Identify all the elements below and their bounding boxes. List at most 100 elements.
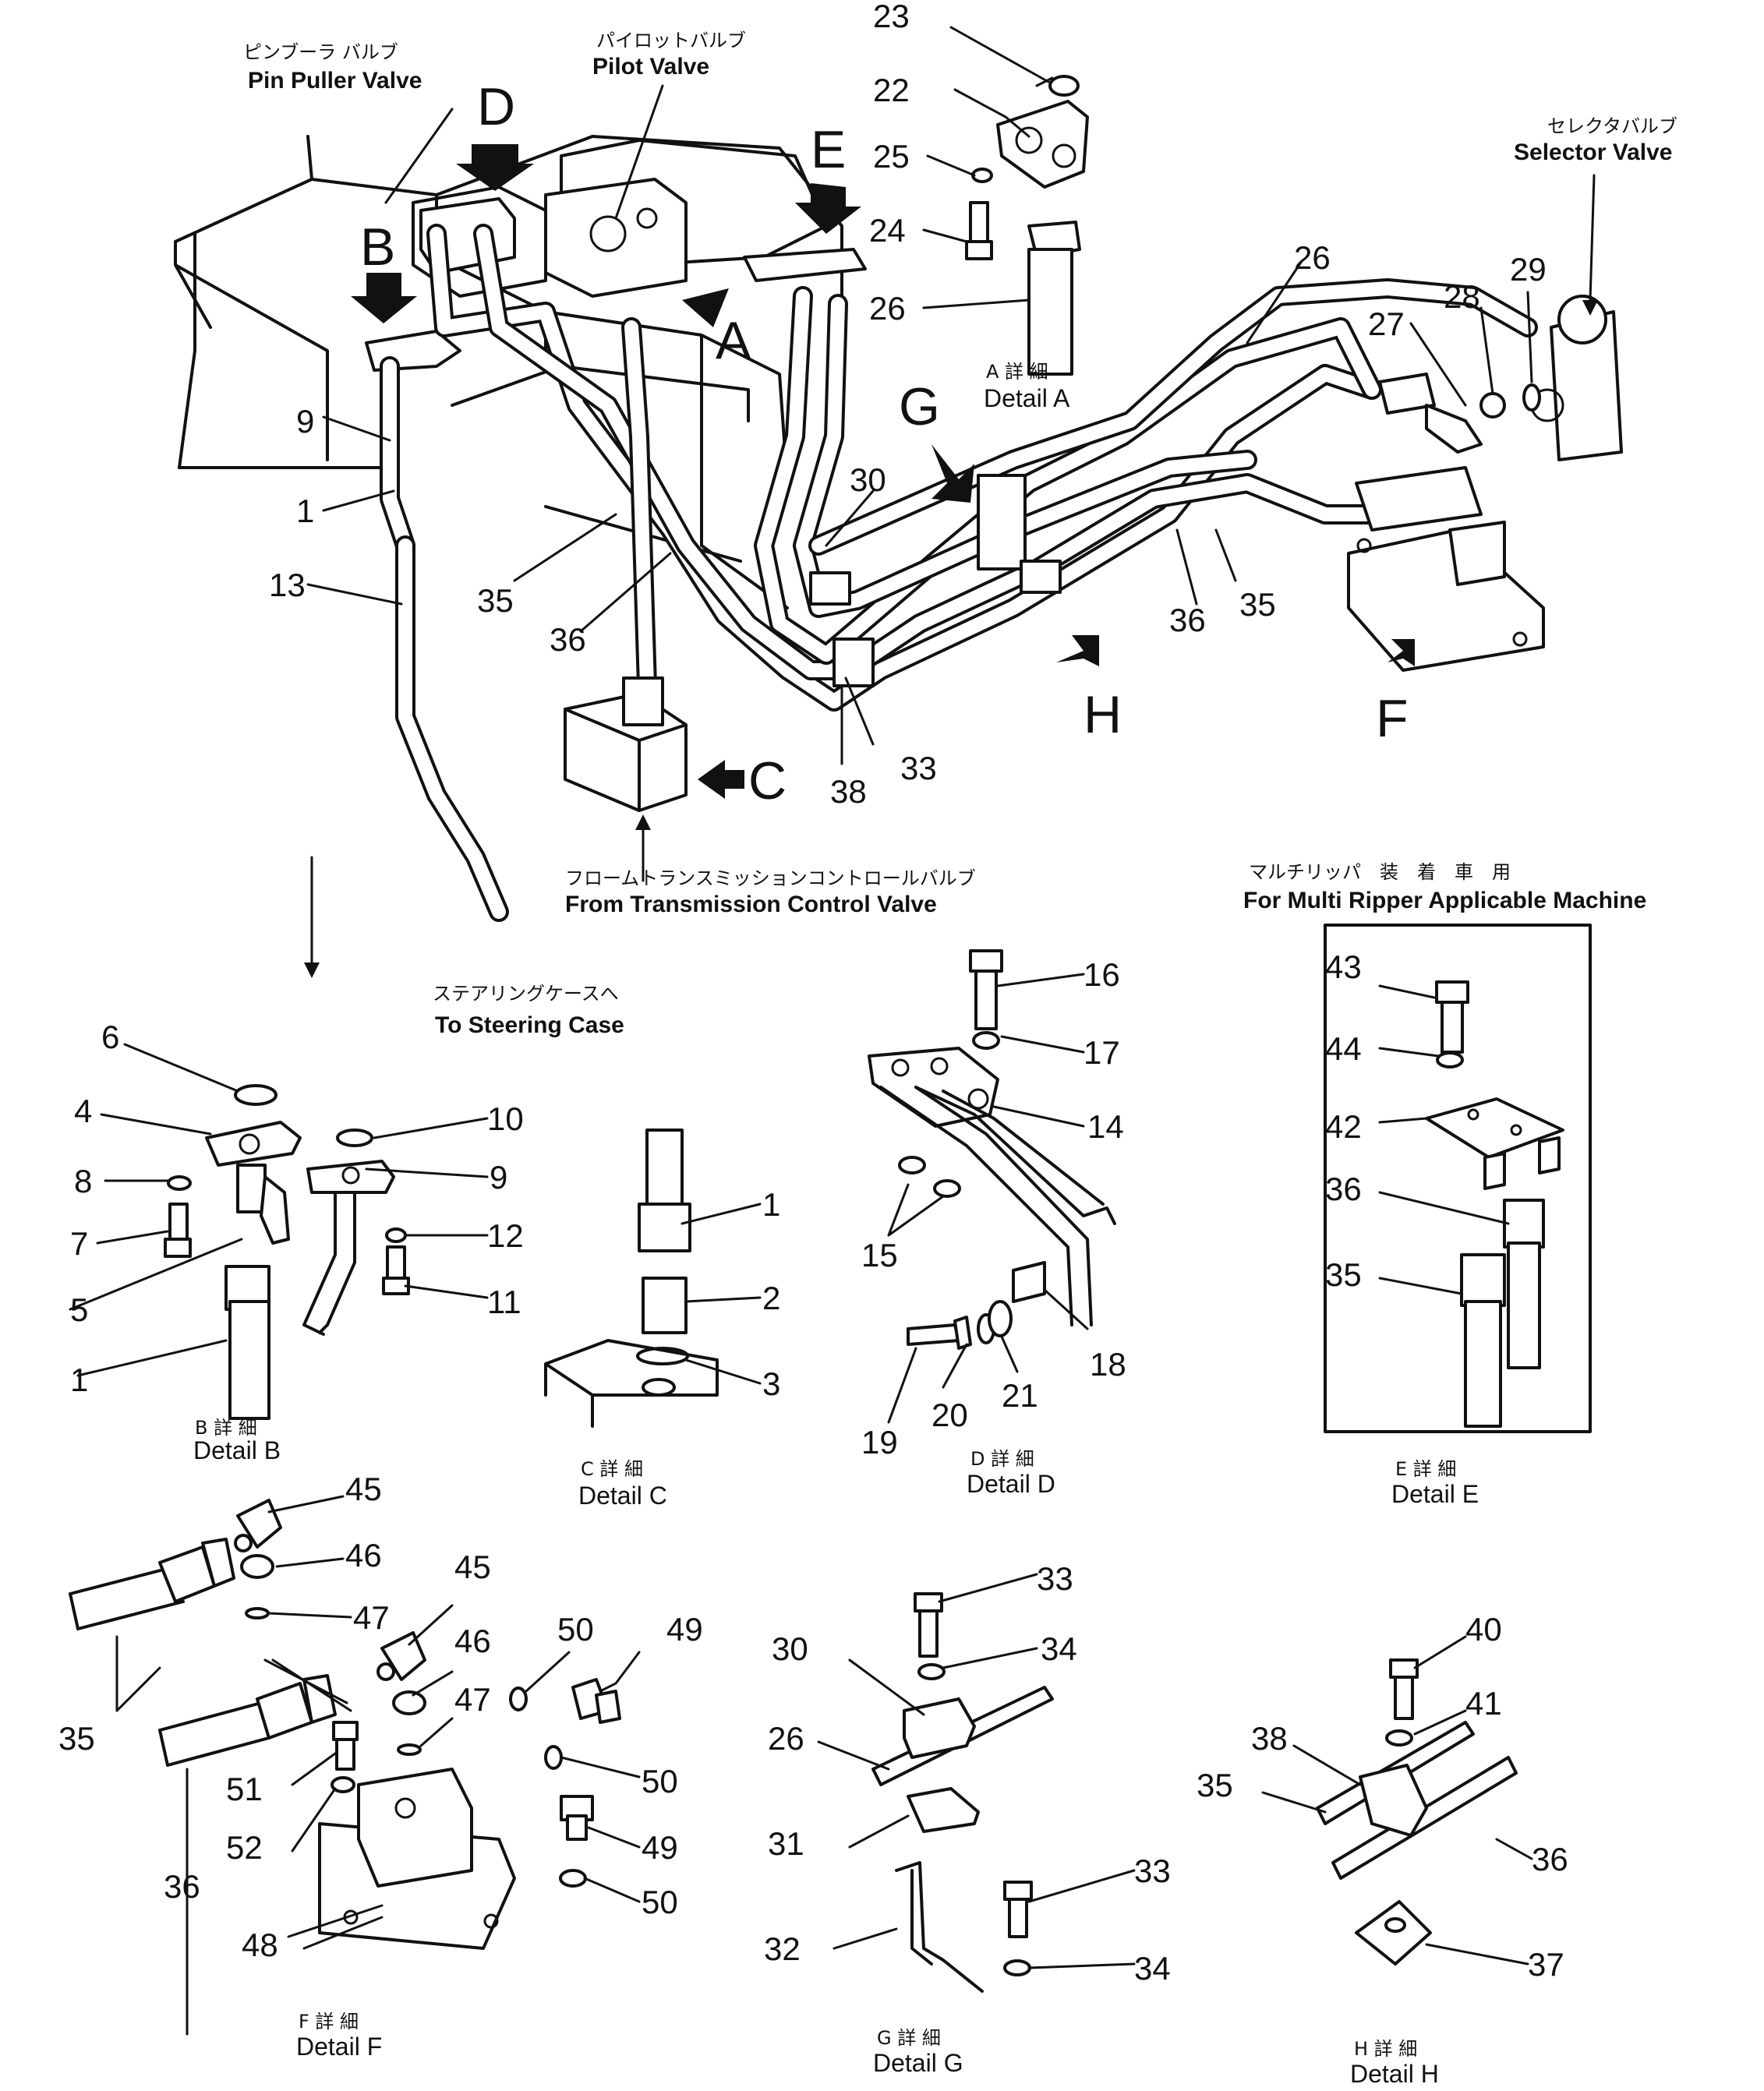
callout-number: 11: [487, 1284, 521, 1320]
detail-h-caption: Detail H: [1350, 2060, 1439, 2088]
callout-number: 49: [666, 1611, 703, 1648]
detail-e-caption-jp: E 詳 細: [1395, 1458, 1456, 1480]
callout-number: 25: [873, 138, 910, 175]
callout-number: 26: [1294, 239, 1331, 276]
callout-number: 41: [1465, 1685, 1502, 1722]
callout-number: 21: [1002, 1377, 1038, 1414]
selector-valve-label: Selector Valve: [1514, 140, 1672, 165]
to-steering-label: To Steering Case: [435, 1012, 624, 1038]
callout-number: 1: [762, 1186, 780, 1223]
detail-d: [868, 949, 1116, 1350]
detail-g-caption-jp: G 詳 細: [877, 2027, 941, 2049]
callout-number: 1: [296, 493, 314, 529]
view-letter-c: C: [748, 751, 787, 811]
to-steering-label-jp: ステアリングケースへ: [433, 983, 619, 1005]
main-assembly: [174, 84, 1623, 978]
view-arrow-g-icon: [931, 444, 974, 503]
detail-b-caption-jp: B 詳 細: [195, 1417, 257, 1439]
callout-number: 48: [242, 1927, 278, 1963]
callout-number: 35: [58, 1720, 95, 1757]
callout-number: 36: [550, 621, 586, 658]
callout-number: 7: [70, 1225, 88, 1262]
detail-b: [164, 1084, 410, 1420]
callout-number: 44: [1325, 1030, 1362, 1067]
callout-number: 36: [164, 1868, 200, 1905]
detail-e: [1324, 924, 1592, 1433]
callout-number: 28: [1444, 278, 1480, 315]
callout-number: 2: [762, 1280, 780, 1316]
callout-number: 45: [345, 1471, 382, 1507]
detail-g-caption: Detail G: [873, 2049, 963, 2077]
pilot-valve-label: Pilot Valve: [592, 54, 709, 79]
callout-number: 35: [1197, 1767, 1233, 1803]
callout-number: 34: [1134, 1950, 1171, 1987]
callout-number: 35: [1239, 586, 1276, 623]
callout-number: 47: [454, 1681, 491, 1718]
callout-number: 30: [772, 1630, 808, 1667]
callout-number: 1: [70, 1362, 88, 1398]
callout-number: 16: [1083, 956, 1120, 993]
callout-number: 12: [487, 1217, 524, 1254]
callout-number: 17: [1083, 1034, 1120, 1071]
callout-number: 31: [768, 1825, 804, 1862]
callout-number: 37: [1528, 1946, 1564, 1983]
callout-number: 15: [861, 1237, 898, 1273]
callout-number: 24: [869, 212, 906, 249]
detail-c: [544, 1129, 719, 1428]
callout-number: 36: [1532, 1841, 1568, 1877]
detail-e-caption: Detail E: [1391, 1480, 1479, 1508]
component-labels: ピンブーラ バルブ Pin Puller Valve パイロットバルブ Pilo…: [243, 30, 1677, 1038]
callout-number: 14: [1087, 1108, 1124, 1145]
pin-puller-valve-label: Pin Puller Valve: [248, 68, 422, 94]
callout-leaders: [69, 26, 1533, 2036]
multi-ripper-label-jp: マルチリッパ 装 着 車 用: [1249, 861, 1511, 883]
callout-number: 3: [762, 1365, 780, 1402]
detail-captions: A 詳 細 Detail A B 詳 細 Detail B C 詳 細 Deta…: [193, 361, 1479, 2088]
callout-number: 46: [454, 1623, 491, 1659]
callout-number: 51: [226, 1771, 263, 1807]
callout-number: 47: [353, 1599, 390, 1636]
view-letters: A B C D E F G H: [360, 77, 1409, 811]
callout-numbers: 1 9 13 26 27 28 29 30 33 35 35 36 36 38 …: [58, 0, 1568, 1987]
multi-ripper-label: For Multi Ripper Applicable Machine: [1243, 888, 1646, 913]
pilot-valve-label-jp: パイロットバルブ: [596, 30, 746, 51]
callout-number: 27: [1368, 306, 1405, 342]
view-letter-h: H: [1083, 685, 1122, 744]
callout-number: 10: [487, 1100, 524, 1137]
callout-number: 40: [1465, 1611, 1502, 1648]
callout-number: 35: [1325, 1256, 1362, 1293]
callout-number: 50: [642, 1763, 678, 1800]
callout-number: 4: [74, 1093, 92, 1129]
main-callout-leaders: [306, 260, 1533, 765]
detail-d-caption-jp: D 詳 細: [970, 1448, 1034, 1470]
callout-number: 26: [768, 1720, 804, 1757]
from-transmission-label-jp: フロームトランスミッションコントロールバルブ: [565, 867, 976, 889]
callout-number: 23: [873, 0, 910, 34]
detail-g: [871, 1592, 1054, 1993]
detail-e-frame: [1324, 924, 1592, 1433]
pin-puller-valve-label-jp: ピンブーラ バルブ: [243, 41, 398, 63]
callout-number: 43: [1325, 948, 1362, 985]
callout-number: 13: [269, 567, 306, 603]
view-arrow-f-icon: [1388, 639, 1415, 666]
view-arrow-h-icon: [1056, 635, 1099, 666]
callout-number: 33: [1037, 1560, 1073, 1597]
callout-number: 22: [873, 72, 910, 108]
view-letter-d: D: [477, 77, 515, 136]
callout-number: 46: [345, 1537, 382, 1574]
detail-d-caption: Detail D: [967, 1470, 1055, 1498]
callout-number: 45: [454, 1549, 491, 1585]
view-arrow-d-icon: [456, 144, 534, 191]
detail-a-caption: Detail A: [984, 384, 1070, 412]
callout-number: 49: [642, 1829, 678, 1866]
callout-number: 6: [101, 1019, 119, 1055]
callout-number: 38: [1251, 1720, 1288, 1757]
callout-number: 9: [296, 403, 314, 440]
callout-number: 36: [1325, 1171, 1362, 1207]
callout-number: 33: [900, 750, 937, 786]
detail-h-caption-jp: H 詳 細: [1354, 2038, 1417, 2060]
callout-number: 42: [1325, 1108, 1362, 1145]
callout-number: 26: [869, 290, 906, 327]
detail-f-caption: Detail F: [296, 2033, 382, 2061]
